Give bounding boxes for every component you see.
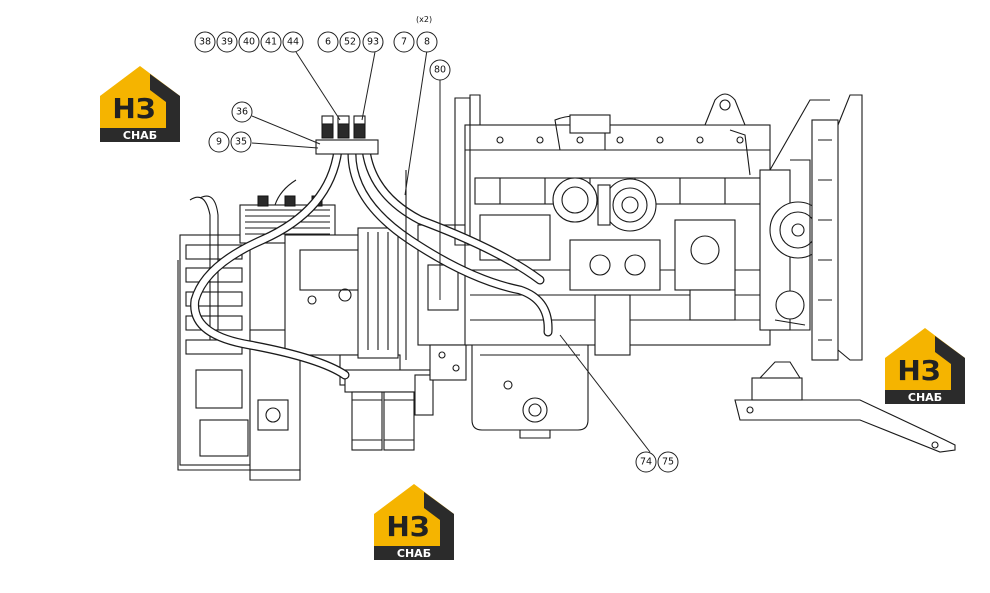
- distribution-block: [315, 115, 379, 155]
- svg-text:8: 8: [424, 37, 430, 48]
- callout-group-bottom: 74 75: [635, 451, 679, 473]
- svg-text:44: 44: [287, 37, 299, 48]
- svg-text:6: 6: [325, 37, 331, 48]
- callout-9: 9: [208, 131, 230, 153]
- callout-group-top-middle: 6 52 93: [317, 31, 384, 53]
- svg-text:НЗ: НЗ: [897, 354, 940, 387]
- svg-text:75: 75: [662, 457, 674, 468]
- oil-pan: [471, 344, 589, 439]
- fuel-filters: [344, 369, 434, 451]
- callout-36: 36: [231, 101, 253, 123]
- watermark-logo-right: НЗ СНАБ: [885, 328, 965, 404]
- svg-text:41: 41: [265, 37, 277, 48]
- callout-8: 8: [416, 31, 438, 53]
- svg-text:40: 40: [243, 37, 255, 48]
- svg-text:52: 52: [344, 37, 356, 48]
- svg-text:74: 74: [640, 457, 652, 468]
- svg-text:35: 35: [235, 137, 247, 148]
- turbocharger: [552, 114, 657, 232]
- callout-group-top-right: 7 8: [393, 31, 438, 53]
- svg-text:НЗ: НЗ: [386, 510, 429, 543]
- quantity-note: (x2): [416, 15, 432, 24]
- svg-text:80: 80: [434, 65, 446, 76]
- svg-text:СНАБ: СНАБ: [908, 391, 942, 404]
- callout-93: 93: [362, 31, 384, 53]
- engine-drawing: [177, 93, 956, 481]
- svg-text:СНАБ: СНАБ: [397, 547, 431, 560]
- callout-80: 80: [429, 59, 451, 81]
- svg-text:93: 93: [367, 37, 379, 48]
- callout-75: 75: [657, 451, 679, 473]
- svg-text:39: 39: [221, 37, 233, 48]
- callout-52: 52: [339, 31, 361, 53]
- front-housing: [284, 227, 401, 386]
- callout-41: 41: [260, 31, 282, 53]
- callout-35: 35: [230, 131, 252, 153]
- engine-block: [454, 94, 771, 356]
- hoses: [190, 145, 553, 380]
- svg-text:СНАБ: СНАБ: [123, 129, 157, 142]
- callout-7: 7: [393, 31, 415, 53]
- engine-mount: [734, 361, 956, 453]
- callout-39: 39: [216, 31, 238, 53]
- leader-lines: [251, 49, 651, 453]
- callout-38: 38: [194, 31, 216, 53]
- callout-40: 40: [238, 31, 260, 53]
- watermark-logo-bottom: НЗ СНАБ: [374, 484, 454, 560]
- watermark-logo-top-left: НЗ СНАБ: [100, 66, 180, 142]
- svg-text:38: 38: [199, 37, 211, 48]
- callout-6: 6: [317, 31, 339, 53]
- svg-text:9: 9: [216, 137, 222, 148]
- callout-44: 44: [282, 31, 304, 53]
- callout-group-top-left: 38 39 40 41 44: [194, 31, 304, 53]
- callout-74: 74: [635, 451, 657, 473]
- svg-text:36: 36: [236, 107, 248, 118]
- fan-pulley-assembly: [759, 94, 863, 361]
- svg-text:7: 7: [401, 37, 407, 48]
- callout-group-left: 9 35: [208, 131, 252, 153]
- svg-text:НЗ: НЗ: [112, 92, 155, 125]
